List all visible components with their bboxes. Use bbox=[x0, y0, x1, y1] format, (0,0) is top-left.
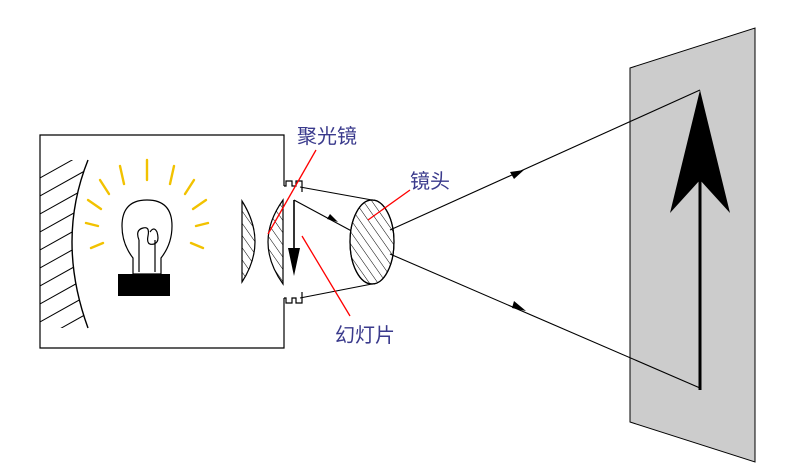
reflector-mirror-icon bbox=[40, 159, 89, 329]
projection-screen bbox=[629, 27, 756, 463]
projector-housing bbox=[39, 134, 285, 349]
image-arrow-icon bbox=[670, 90, 730, 390]
light-glow bbox=[84, 158, 210, 250]
slide-arrow-icon bbox=[288, 200, 300, 276]
slide-label: 幻灯片 bbox=[335, 323, 395, 347]
projection-lens-icon bbox=[349, 199, 395, 285]
condenser-lens-icon bbox=[241, 198, 284, 286]
slide-holder bbox=[284, 180, 303, 304]
light-bulb-icon bbox=[84, 158, 210, 296]
lens-label: 镜头 bbox=[410, 169, 450, 193]
leader-lines bbox=[267, 149, 411, 317]
projected-rays bbox=[389, 89, 701, 389]
condenser-label: 聚光镜 bbox=[297, 124, 357, 148]
